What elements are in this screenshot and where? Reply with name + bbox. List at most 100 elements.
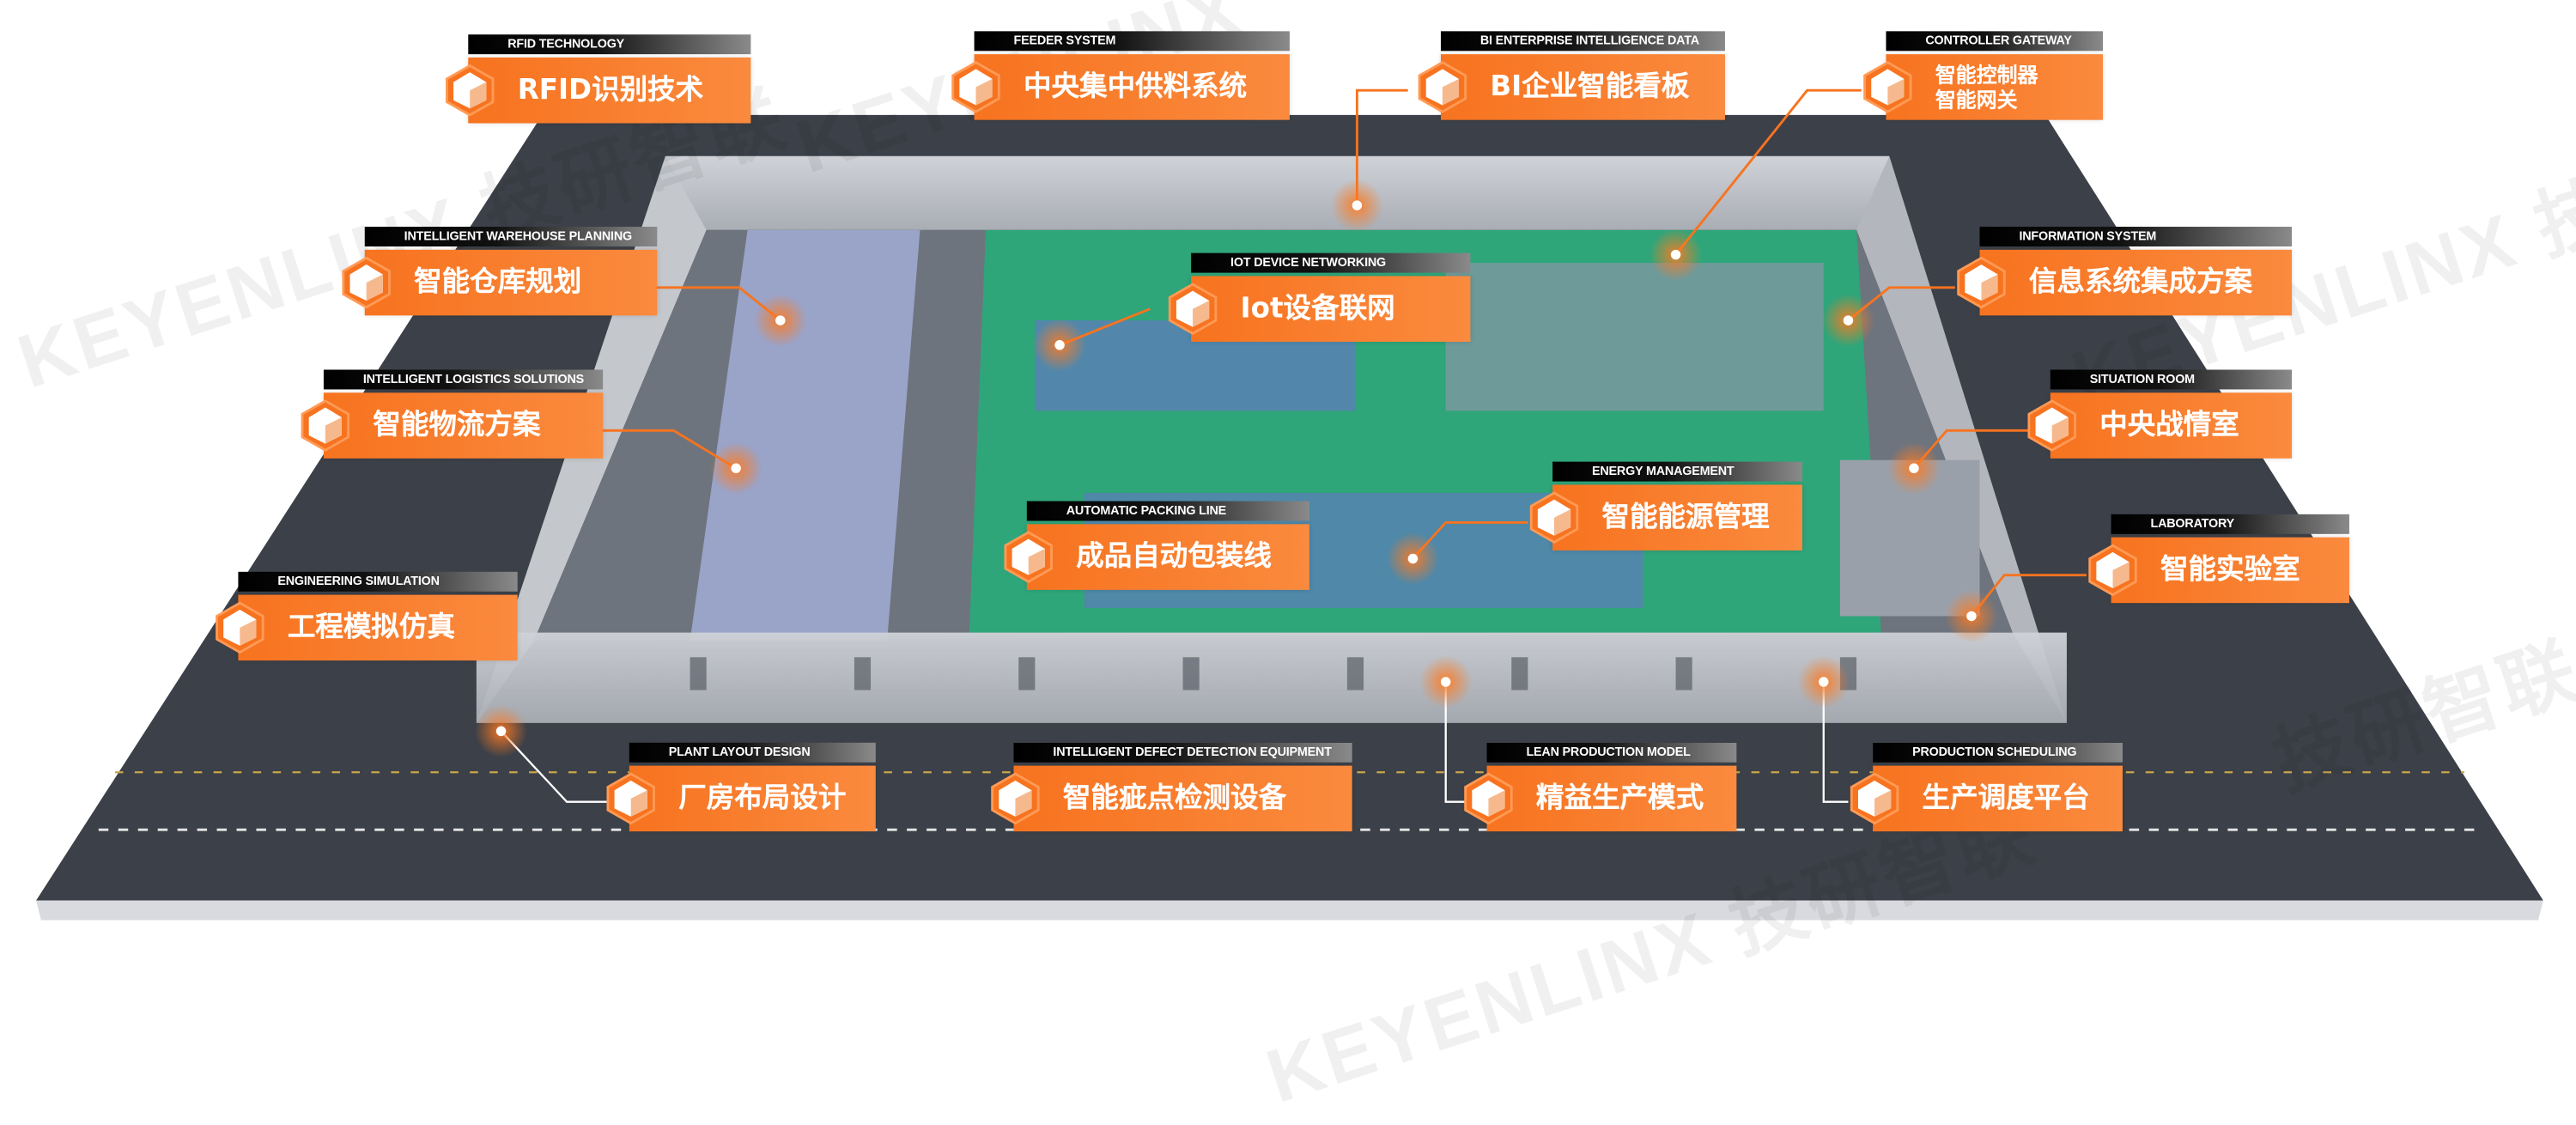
hexagon-cube-icon [606, 772, 655, 825]
feature-card-button[interactable]: 中央战情室 [2027, 392, 2293, 459]
feature-card-button[interactable]: Iot设备联网 [1168, 276, 1471, 342]
feature-card-feeder-system[interactable]: FEEDER SYSTEM 中央集中供料系统 [951, 31, 1290, 120]
hotspot-marker-icon [1649, 228, 1703, 282]
feature-card-cn-title: 智能能源管理 [1601, 501, 1770, 534]
feature-card-logistics-solutions[interactable]: INTELLIGENT LOGISTICS SOLUTIONS 智能物流方案 [301, 369, 604, 459]
feature-card-button[interactable]: 智能控制器智能网关 [1863, 54, 2104, 120]
feature-card-cn-title: 信息系统集成方案 [2028, 265, 2253, 300]
hotspot-markers [474, 179, 1998, 758]
building-right-wall [1856, 155, 2067, 723]
hotspot-marker-icon [1419, 655, 1473, 708]
hotspot-marker-icon [1033, 319, 1086, 372]
feature-card-en-title: CONTROLLER GATEWAY [1886, 31, 2104, 52]
feature-card-en-title: PLANT LAYOUT DESIGN [629, 742, 876, 763]
feature-card-button[interactable]: 智能能源管理 [1529, 484, 1802, 550]
feature-card-en-title: BI ENTERPRISE INTELLIGENCE DATA [1440, 31, 1725, 52]
hotspot-marker-icon [1821, 294, 1875, 347]
factory-overview: KEYENLINX 技研智联 KEYENLINX KEYENLINX 技研智联 … [8, 0, 2576, 1119]
hexagon-cube-icon [445, 64, 495, 117]
feature-card-cn-title: 智能物流方案 [373, 409, 541, 442]
feature-card-cn-title: 中央战情室 [2099, 409, 2239, 442]
feature-card-cn-title: 智能仓库规划 [414, 265, 582, 300]
hotspot-marker-icon [1386, 532, 1440, 586]
feature-card-defect-detection[interactable]: INTELLIGENT DEFECT DETECTION EQUIPMENT 智能… [991, 742, 1352, 832]
feature-card-situation-room[interactable]: SITUATION ROOM 中央战情室 [2027, 369, 2293, 459]
hexagon-cube-icon [1464, 772, 1513, 825]
hexagon-cube-icon [216, 601, 264, 654]
hexagon-cube-icon [1863, 61, 1912, 113]
feature-card-packing-line[interactable]: AUTOMATIC PACKING LINE 成品自动包装线 [1004, 501, 1309, 590]
feature-card-button[interactable]: 智能仓库规划 [342, 249, 658, 316]
hexagon-cube-icon [301, 399, 350, 452]
feature-card-cn-title: 中央集中供料系统 [1023, 70, 1248, 104]
feature-card-en-title: ENGINEERING SIMULATION [238, 571, 518, 592]
feature-card-cn-subtitle: 智能网关 [1935, 87, 2018, 112]
feature-card-button[interactable]: 智能物流方案 [301, 392, 604, 459]
hotspot-marker-icon [709, 441, 762, 495]
feature-card-button[interactable]: 工程模拟仿真 [216, 594, 518, 661]
warehouse-racks [690, 229, 920, 642]
hotspot-marker-icon [754, 294, 807, 347]
feature-card-en-title: SITUATION ROOM [2050, 369, 2293, 390]
feature-card-cn-title: 智能疵点检测设备 [1062, 781, 1287, 815]
feature-card-lean-production[interactable]: LEAN PRODUCTION MODEL 精益生产模式 [1464, 742, 1737, 832]
feature-card-button[interactable]: 智能实验室 [2088, 537, 2350, 604]
hexagon-cube-icon [342, 256, 391, 309]
feature-card-cn-title: 工程模拟仿真 [287, 611, 455, 645]
feature-card-cn-title: 生产调度平台 [1922, 781, 2090, 815]
hotspot-marker-icon [1797, 655, 1850, 708]
feature-card-cn-title: 成品自动包装线 [1076, 540, 1272, 574]
hexagon-cube-icon [1168, 283, 1218, 336]
feature-card-en-title: LEAN PRODUCTION MODEL [1486, 742, 1737, 763]
feature-card-plant-layout[interactable]: PLANT LAYOUT DESIGN 厂房布局设计 [606, 742, 876, 832]
feature-card-warehouse-planning[interactable]: INTELLIGENT WAREHOUSE PLANNING 智能仓库规划 [342, 227, 658, 316]
feature-card-en-title: FEEDER SYSTEM [974, 31, 1290, 52]
hexagon-cube-icon [991, 772, 1040, 825]
feature-card-cn-title: RFID识别技术 [517, 74, 704, 107]
hexagon-cube-icon [1957, 256, 2006, 309]
feature-card-button[interactable]: RFID识别技术 [445, 57, 751, 124]
building-roof-back [665, 155, 1890, 230]
feature-card-cn-title: BI企业智能看板 [1490, 70, 1690, 104]
hexagon-cube-icon [2088, 544, 2137, 597]
feature-card-button[interactable]: 中央集中供料系统 [951, 54, 1290, 120]
hexagon-cube-icon [2027, 399, 2076, 452]
feature-card-button[interactable]: BI企业智能看板 [1418, 54, 1725, 120]
feature-card-en-title: INFORMATION SYSTEM [1979, 227, 2293, 246]
feature-card-en-title: IOT DEVICE NETWORKING [1191, 252, 1471, 273]
feature-card-button[interactable]: 生产调度平台 [1850, 765, 2123, 832]
feature-card-en-title: LABORATORY [2111, 514, 2350, 534]
feature-card-cn-title: 精益生产模式 [1535, 781, 1704, 815]
feature-card-en-title: INTELLIGENT DEFECT DETECTION EQUIPMENT [1013, 742, 1352, 763]
feature-card-engineering-simulation[interactable]: ENGINEERING SIMULATION 工程模拟仿真 [216, 571, 518, 661]
feature-card-button[interactable]: 智能疵点检测设备 [991, 765, 1352, 832]
hotspot-marker-icon [1945, 589, 1998, 643]
feature-card-iot-networking[interactable]: IOT DEVICE NETWORKING Iot设备联网 [1168, 252, 1471, 342]
feature-card-en-title: ENERGY MANAGEMENT [1552, 461, 1802, 482]
hexagon-cube-icon [1529, 491, 1579, 544]
feature-card-en-title: AUTOMATIC PACKING LINE [1026, 501, 1309, 521]
feature-card-bi-dashboard[interactable]: BI ENTERPRISE INTELLIGENCE DATA BI企业智能看板 [1418, 31, 1725, 120]
feature-card-en-title: INTELLIGENT LOGISTICS SOLUTIONS [323, 369, 604, 390]
hexagon-cube-icon [1850, 772, 1899, 825]
hotspot-marker-icon [474, 704, 528, 758]
feature-card-en-title: INTELLIGENT WAREHOUSE PLANNING [364, 227, 658, 246]
hexagon-cube-icon [951, 61, 1000, 113]
hotspot-marker-icon [1330, 179, 1383, 232]
feature-card-laboratory[interactable]: LABORATORY 智能实验室 [2088, 514, 2350, 604]
feature-card-button[interactable]: 信息系统集成方案 [1957, 249, 2293, 316]
feature-card-cn-title: 厂房布局设计 [678, 781, 847, 815]
factory-scene [36, 88, 2543, 921]
hexagon-cube-icon [1004, 531, 1053, 583]
feature-card-information-system[interactable]: INFORMATION SYSTEM 信息系统集成方案 [1957, 227, 2293, 316]
feature-card-button[interactable]: 成品自动包装线 [1004, 524, 1309, 590]
feature-card-en-title: RFID TECHNOLOGY [468, 34, 751, 55]
feature-card-production-scheduling[interactable]: PRODUCTION SCHEDULING 生产调度平台 [1850, 742, 2123, 832]
feature-card-button[interactable]: 厂房布局设计 [606, 765, 876, 832]
feature-card-en-title: PRODUCTION SCHEDULING [1873, 742, 2123, 763]
feature-card-button[interactable]: 精益生产模式 [1464, 765, 1737, 832]
hotspot-marker-icon [1887, 441, 1941, 495]
feature-card-energy-management[interactable]: ENERGY MANAGEMENT 智能能源管理 [1529, 461, 1802, 550]
feature-card-rfid[interactable]: RFID TECHNOLOGY RFID识别技术 [445, 34, 751, 124]
